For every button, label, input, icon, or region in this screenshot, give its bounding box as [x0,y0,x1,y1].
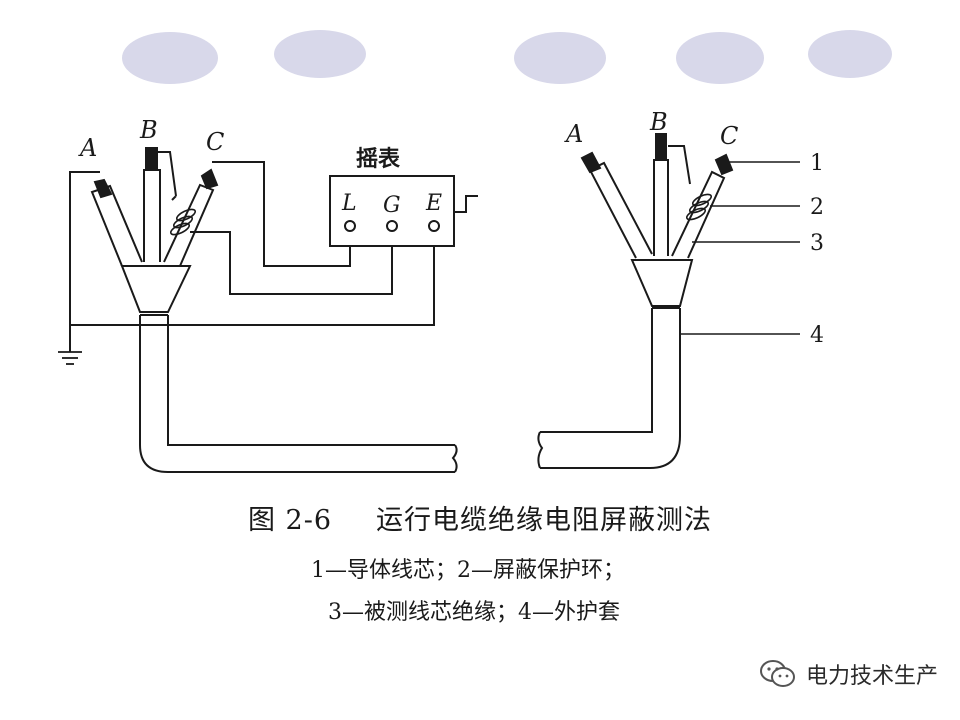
left-lead-to-g [190,231,393,295]
left-core-b-conductor [145,147,158,171]
callout-number-3: 3 [810,231,824,256]
left-lead-to-l [158,151,351,267]
figure-caption-title: 图 2-6 运行电缆绝缘电阻屏蔽测法 [0,498,960,537]
left-core-b [143,169,161,262]
callout-number-1: 1 [810,151,824,176]
figure-legend-line-2: 3—被测线芯绝缘；4—外护套 [328,600,620,625]
terminal-l [344,220,356,232]
header-bubble [122,32,218,84]
megger-box [329,175,455,247]
left-core-c-conductor [200,168,219,190]
terminal-label-g: G [383,193,401,218]
right-core-label-b: B [649,108,668,136]
right-cable-diagram [537,133,800,469]
watermark-text: 电力技术生产 [805,664,938,689]
megger-title: 摇表 [356,146,401,172]
left-lead-to-e [70,232,435,326]
terminal-label-e: E [425,191,442,216]
left-core-label-b: B [139,116,158,144]
right-core-c [671,170,726,259]
header-bubble [514,32,606,84]
terminal-e [428,220,440,232]
left-guard-ring [169,208,197,236]
left-trifurcation-funnel [120,265,192,313]
figure-legend-line-1: 1—导体线芯；2—屏蔽保护环； [311,558,625,583]
right-cable-sheath [540,308,681,469]
right-core-b-conductor [655,133,667,161]
right-cable-cut-end [537,431,544,469]
ground-icon [58,351,82,365]
header-bubble [676,32,764,84]
watermark: 电力技术生产 [758,658,938,690]
right-trifurcation-funnel [630,259,694,307]
terminal-g [386,220,398,232]
left-core-a-conductor [93,178,113,199]
callout-number-2: 2 [810,195,824,220]
left-cable-sheath [139,315,455,473]
left-core-label-a: A [78,134,97,162]
header-bubble [274,30,366,78]
left-core-label-c: C [206,128,224,156]
right-core-c-conductor [714,153,734,176]
megger-crank-icon [454,195,478,213]
header-decoration [122,30,892,84]
figure-number: 图 2-6 [247,505,333,536]
right-core-label-c: C [720,122,738,150]
callout-number-4: 4 [810,323,824,348]
left-core-a [90,184,143,267]
terminal-label-l: L [341,191,357,216]
left-ground-lead [69,171,100,352]
left-cable-cut-end [451,444,458,473]
right-core-label-a: A [564,120,583,148]
wechat-icon [759,660,795,687]
left-cable-diagram [58,147,478,473]
right-diagram-labels: A B C 1 2 3 4 [564,108,824,348]
figure-title-text: 运行电缆绝缘电阻屏蔽测法 [376,505,713,536]
left-diagram-labels: A B C 摇表 L G E [78,116,442,218]
header-bubble [808,30,892,78]
right-core-b-lead [668,145,691,185]
right-core-a [588,161,653,259]
right-core-b [653,159,669,256]
right-guard-ring [685,193,713,221]
right-core-a-conductor [580,151,602,174]
right-callout-leaders [680,161,800,335]
